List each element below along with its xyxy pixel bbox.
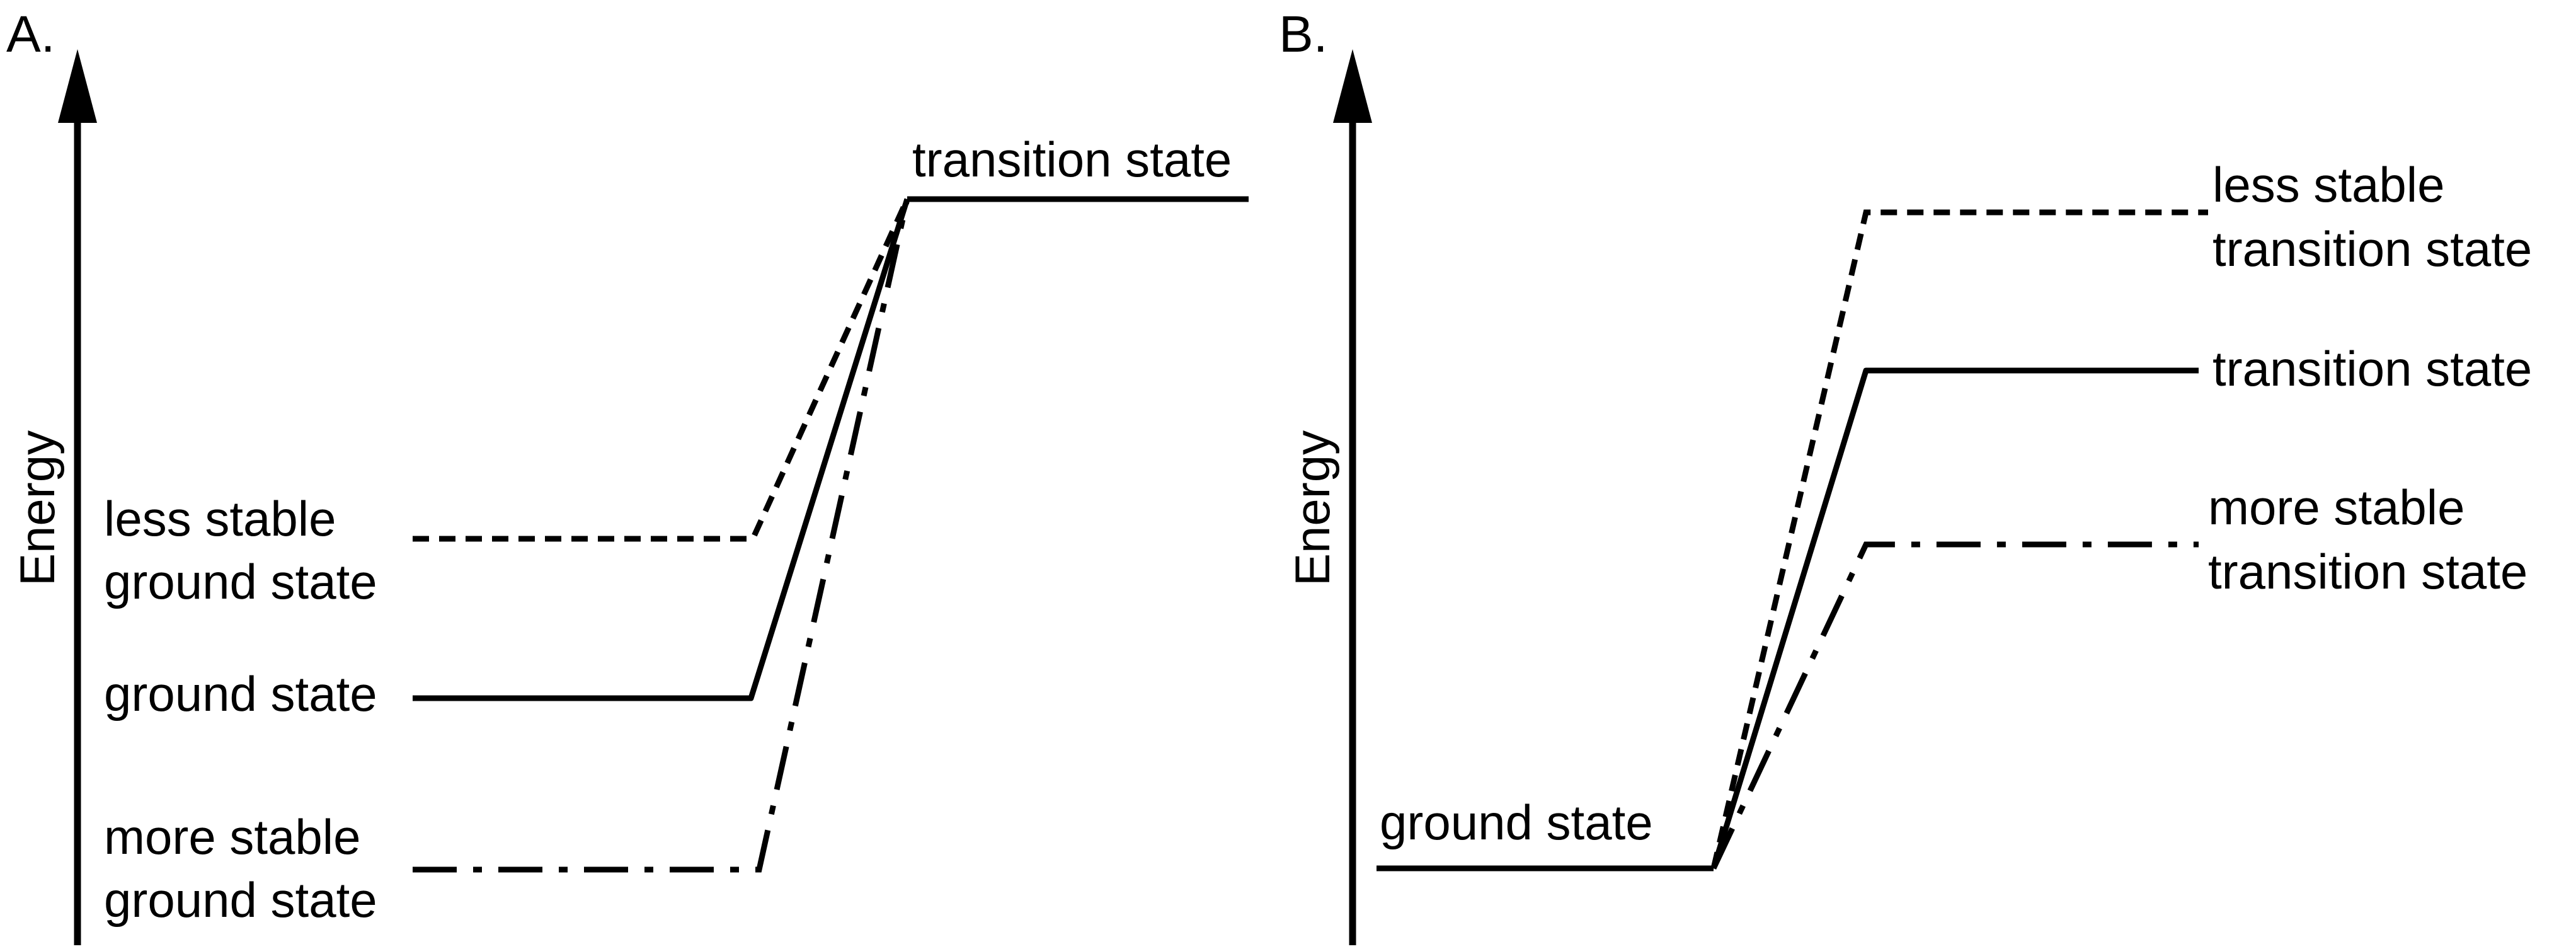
panel-a-more-stable-ground-label-2: ground state xyxy=(104,872,377,928)
panel-a: A. Energy transition state less stable g… xyxy=(6,6,1249,945)
panel-a-axis-label: Energy xyxy=(9,430,65,586)
panel-b-ground-state-label: ground state xyxy=(1380,795,1653,850)
panel-a-ground-state-path xyxy=(413,198,910,701)
panel-a-less-stable-ground-path xyxy=(413,198,910,542)
panel-b-axis-arrowhead xyxy=(1333,49,1372,123)
panel-a-axis-arrowhead xyxy=(58,49,97,123)
panel-a-less-stable-ground-label-2: ground state xyxy=(104,554,377,609)
panel-a-less-stable-ground-label-1: less stable xyxy=(104,491,336,546)
panel-b-less-stable-ts-label-2: transition state xyxy=(2212,221,2532,277)
panel-b-more-stable-ts-path xyxy=(1710,541,2199,870)
panel-a-more-stable-ground-path xyxy=(413,198,910,873)
panel-b-less-stable-ts-path xyxy=(1710,209,2208,870)
panel-b-more-stable-ts-label-1: more stable xyxy=(2208,480,2465,535)
panel-a-transition-state-label: transition state xyxy=(912,132,1232,187)
panel-b-transition-state-label: transition state xyxy=(2212,341,2532,396)
panel-a-ground-state-label: ground state xyxy=(104,666,377,722)
panel-b-letter: B. xyxy=(1279,6,1327,63)
panel-b-axis-label: Energy xyxy=(1285,430,1340,586)
panel-b: B. Energy ground state less stable trans… xyxy=(1279,6,2532,945)
panel-b-transition-state-path xyxy=(1710,367,2199,870)
panel-b-less-stable-ts-label-1: less stable xyxy=(2212,157,2445,212)
panel-a-letter: A. xyxy=(6,6,55,63)
panel-a-more-stable-ground-label-1: more stable xyxy=(104,809,361,865)
panel-b-more-stable-ts-label-2: transition state xyxy=(2208,544,2527,599)
